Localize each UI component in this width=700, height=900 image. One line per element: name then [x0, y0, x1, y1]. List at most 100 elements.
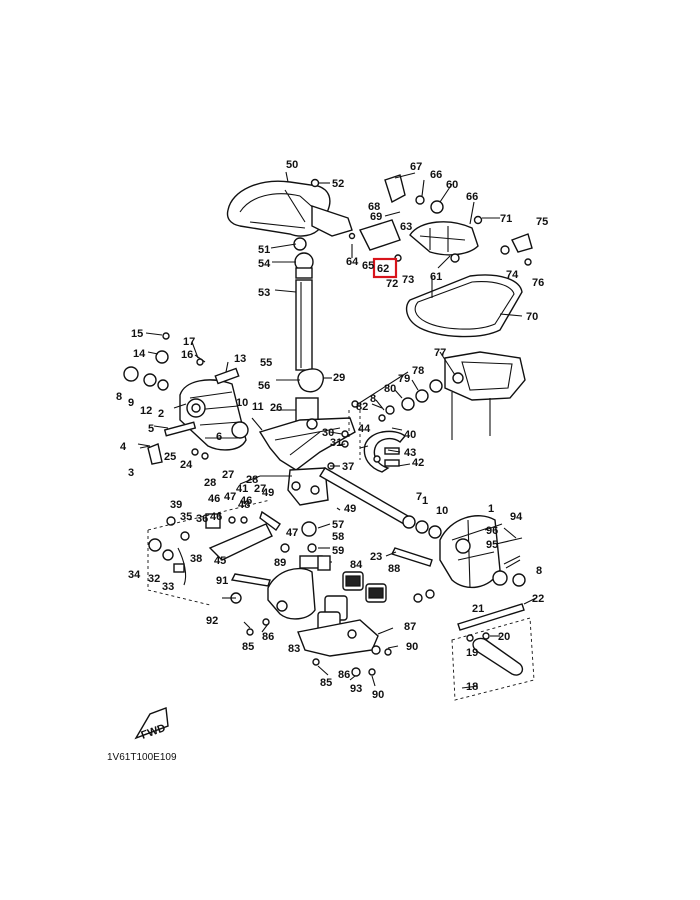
- callout-5: 5: [148, 423, 154, 435]
- callout-53: 53: [258, 287, 270, 299]
- steering-bracket-assembly: [226, 171, 353, 371]
- callout-27: 27: [222, 469, 234, 481]
- callout-58: 58: [332, 531, 344, 543]
- callout-28b: 28: [246, 474, 258, 486]
- callout-66: 66: [430, 169, 442, 181]
- callout-37: 37: [342, 461, 354, 473]
- callout-3: 3: [128, 467, 134, 479]
- callout-32: 32: [148, 573, 160, 585]
- swivel-bracket-assembly: [239, 368, 442, 569]
- callout-46: 46: [240, 495, 252, 507]
- callout-26: 26: [270, 402, 282, 414]
- callout-49: 49: [262, 487, 274, 499]
- callout-52: 52: [332, 178, 344, 190]
- callout-28: 28: [204, 477, 216, 489]
- callout-38: 38: [190, 553, 202, 565]
- callout-36: 36: [196, 513, 208, 525]
- callout-9: 9: [128, 397, 134, 409]
- callout-78: 78: [412, 365, 424, 377]
- callout-56: 56: [258, 380, 270, 392]
- callout-76: 76: [532, 277, 544, 289]
- callout-48: 48: [238, 499, 250, 511]
- drawing-code: 1V61T100E109: [107, 752, 177, 763]
- callout-84: 84: [350, 559, 363, 571]
- callout-33: 33: [162, 581, 174, 593]
- callout-10b: 10: [436, 505, 448, 517]
- fwd-arrow-icon: FWD: [134, 707, 169, 742]
- support-bracket-assembly: [371, 351, 537, 701]
- callout-90b: 90: [372, 689, 384, 701]
- callout-47b: 47: [286, 527, 298, 539]
- callout-6: 6: [216, 431, 222, 443]
- callout-2: 2: [158, 408, 164, 420]
- tilt-lever-assembly: [147, 499, 399, 687]
- callout-85b: 85: [320, 677, 332, 689]
- callout-90: 90: [406, 641, 418, 653]
- callout-55: 55: [260, 357, 272, 369]
- callout-83: 83: [288, 643, 300, 655]
- callout-7: 7: [416, 491, 422, 503]
- clamp-bracket-assembly: [123, 332, 249, 465]
- callout-47: 47: [224, 491, 236, 503]
- callout-64: 64: [346, 256, 359, 268]
- callout-85: 85: [242, 641, 254, 653]
- callout-95: 95: [486, 539, 498, 551]
- callout-80: 80: [384, 383, 396, 395]
- callout-45: 45: [214, 555, 226, 567]
- callout-8c: 8: [536, 565, 542, 577]
- callout-91: 91: [216, 575, 228, 587]
- callout-19: 19: [466, 647, 478, 659]
- callout-42: 42: [412, 457, 424, 469]
- callout-4: 4: [120, 441, 127, 453]
- callout-46c: 46: [210, 511, 222, 523]
- callout-20: 20: [498, 631, 510, 643]
- callout-54: 54: [258, 258, 271, 270]
- callout-77: 77: [434, 347, 446, 359]
- callout-67: 67: [410, 161, 422, 173]
- callout-44: 44: [358, 423, 371, 435]
- callout-57: 57: [332, 519, 344, 531]
- callout-12: 12: [140, 405, 152, 417]
- callout-16: 16: [181, 349, 193, 361]
- callout-89: 89: [274, 557, 286, 569]
- callout-70: 70: [526, 311, 538, 323]
- callout-35: 35: [180, 511, 192, 523]
- callout-23: 23: [370, 551, 382, 563]
- callout-79: 79: [398, 373, 410, 385]
- callout-63: 63: [400, 221, 412, 233]
- callout-10: 10: [236, 397, 248, 409]
- callout-46b: 46: [208, 493, 220, 505]
- callout-92: 92: [206, 615, 218, 627]
- callout-22: 22: [532, 593, 544, 605]
- callout-74: 74: [506, 269, 519, 281]
- callout-65: 65: [362, 260, 374, 272]
- callout-93: 93: [350, 683, 362, 695]
- callout-1: 1: [488, 503, 494, 515]
- callout-43: 43: [404, 447, 416, 459]
- callout-27b: 27: [254, 483, 266, 495]
- callout-68: 68: [368, 201, 380, 213]
- callout-40: 40: [404, 429, 416, 441]
- callout-17: 17: [183, 336, 195, 348]
- callout-75: 75: [536, 216, 548, 228]
- callout-1b: 1: [422, 495, 428, 507]
- callout-8b: 8: [370, 393, 376, 405]
- callout-61: 61: [430, 271, 442, 283]
- callout-30: 30: [322, 427, 334, 439]
- callout-60: 60: [446, 179, 458, 191]
- callout-11: 11: [252, 401, 264, 413]
- callout-24: 24: [180, 459, 193, 471]
- callout-31: 31: [330, 437, 342, 449]
- callout-14: 14: [133, 348, 146, 360]
- callout-69: 69: [370, 211, 382, 223]
- callout-49b: 49: [344, 503, 356, 515]
- callout-73: 73: [402, 274, 414, 286]
- callout-59: 59: [332, 545, 344, 557]
- callout-18: 18: [466, 681, 478, 693]
- callout-62: 62: [377, 263, 389, 275]
- callout-50: 50: [286, 159, 298, 171]
- callout-41: 41: [236, 483, 248, 495]
- callout-21: 21: [472, 603, 484, 615]
- callout-labels: 50 52 67 66 60 68 69 63 66 71 75 51 54 6…: [116, 159, 548, 701]
